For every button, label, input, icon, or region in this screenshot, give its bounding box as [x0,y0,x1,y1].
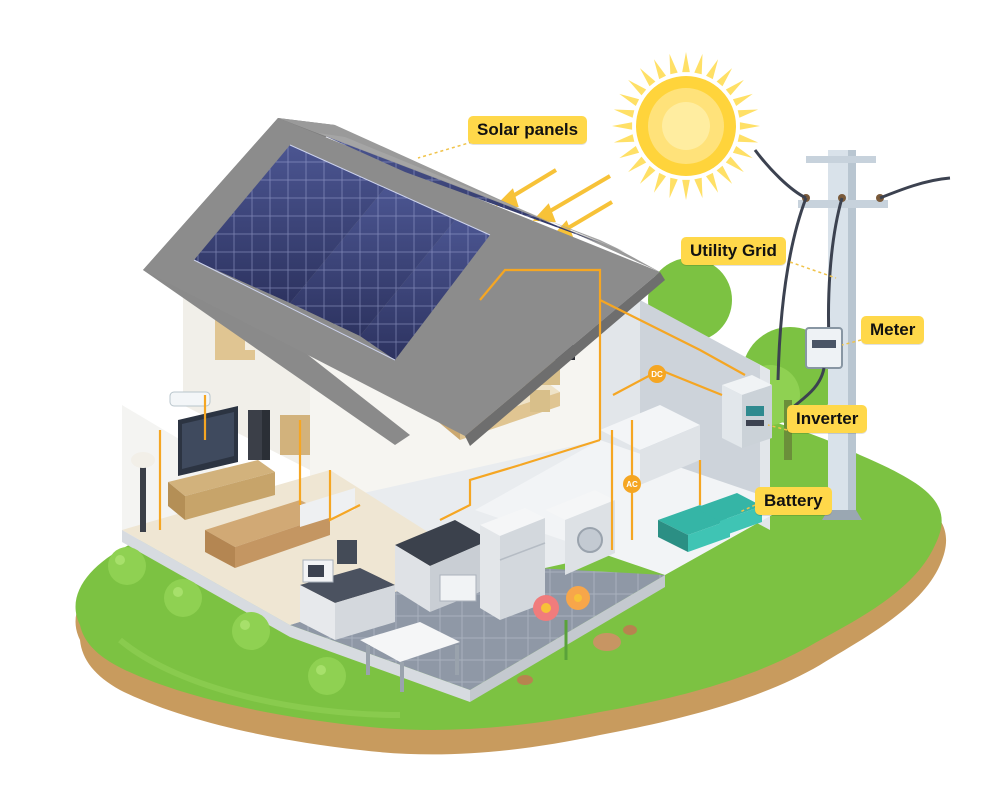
sun-ray [639,165,656,184]
flower-icon [533,586,590,660]
sun-ray [732,146,753,159]
sun-ray [716,165,733,184]
sun-ray [706,59,719,80]
battery-label: Battery [755,487,832,515]
sun-ray [739,122,760,130]
sun-ray [732,93,753,106]
sun-ray [706,172,719,193]
sun-ray [628,156,647,173]
sun-ray [612,122,633,130]
sun-ray [694,53,703,75]
sun-ray [669,177,678,199]
sun-ray [653,59,666,80]
inverter-label: Inverter [787,405,868,433]
sun-ray [628,79,647,96]
sun-ray [669,53,678,75]
ac-chip-label: AC [626,480,638,489]
rocks [517,625,637,685]
sunlight-arrows [495,168,614,240]
bushes [108,547,346,695]
sun-ray [725,79,744,96]
sun-ray [653,172,666,193]
sun-ray [619,146,640,159]
living-room [131,391,330,568]
sun-ray [613,134,635,143]
sun-ray [639,68,656,87]
battery-icon [658,493,762,552]
sun-ray [619,93,640,106]
utility-room-equipment [600,375,772,552]
solar-panels-label: Solar panels [468,116,588,144]
sun-ray [694,177,703,199]
sun-ray [737,109,759,118]
kitchen [300,488,615,692]
dc-chip: DC [648,365,666,383]
utility-grid-label: Utility Grid [681,237,786,265]
sun-ray [716,68,733,87]
meter-label: Meter [861,316,925,344]
sun-ray [682,179,690,200]
solar-panels-icon [193,136,600,361]
sun-ray [613,109,635,118]
sun-ray [682,52,690,73]
leader-lines [417,141,862,513]
ac-chip: AC [623,475,641,493]
sun-ray [725,156,744,173]
sun-ray [737,134,759,143]
sun-icon [612,52,760,200]
dc-chip-label: DC [651,370,663,379]
